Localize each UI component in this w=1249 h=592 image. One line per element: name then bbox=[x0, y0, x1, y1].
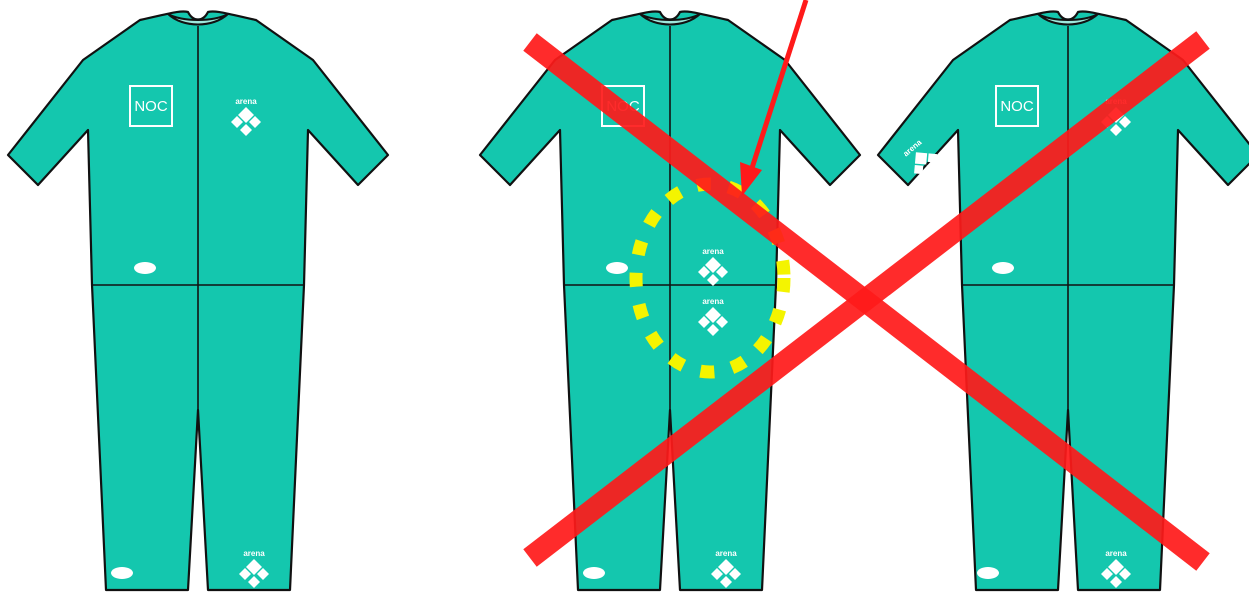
suit-correct: NOC bbox=[8, 11, 388, 590]
oval-mark-hip bbox=[992, 262, 1014, 274]
suit-rejected-extra-logos: NOC bbox=[480, 11, 860, 590]
oval-mark-hip bbox=[134, 262, 156, 274]
oval-mark-leg bbox=[977, 567, 999, 579]
suit-rejected-sleeve-logo: NOC bbox=[878, 11, 1249, 590]
oval-mark-hip bbox=[606, 262, 628, 274]
suit-outline bbox=[878, 11, 1249, 590]
svg-text:NOC: NOC bbox=[1000, 98, 1034, 115]
oval-mark-leg bbox=[583, 567, 605, 579]
oval-mark-leg bbox=[111, 567, 133, 579]
svg-text:NOC: NOC bbox=[134, 98, 168, 115]
